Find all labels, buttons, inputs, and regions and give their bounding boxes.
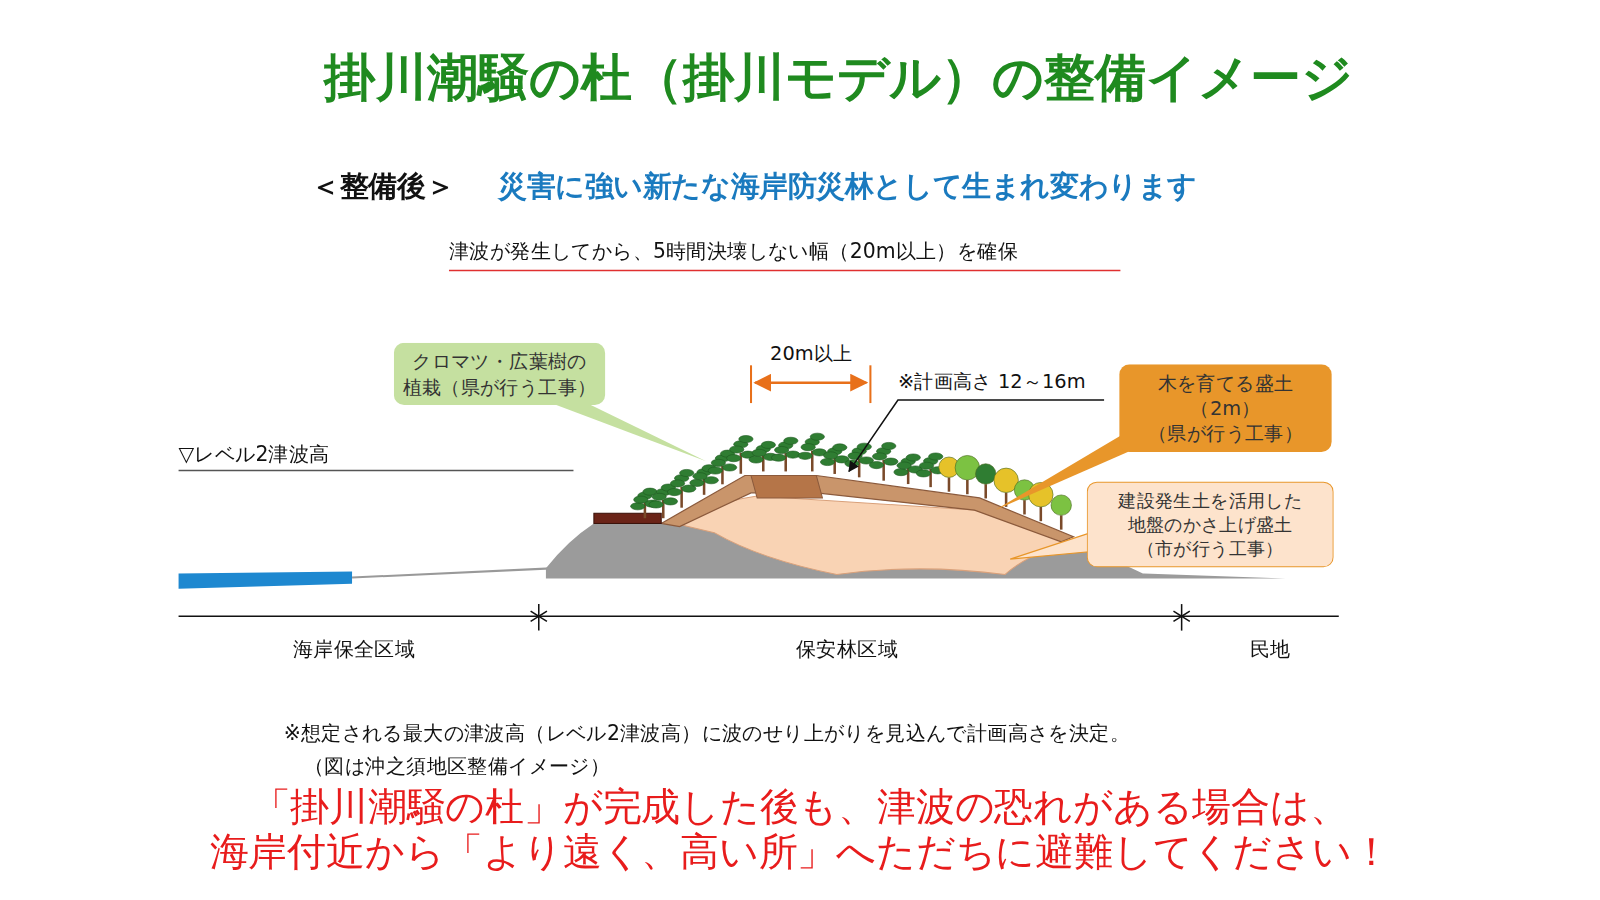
trees (631, 433, 1072, 529)
crest (751, 476, 822, 498)
label: ※想定される最大の津波高（レベル2津波高）に波のせり上がりを見込んで計画高さを決… (284, 720, 1130, 744)
zone-line (179, 616, 1339, 618)
warning-caption: 「掛川潮騒の杜」が完成した後も、津波の恐れがある場合は、 海岸付近から「より遠く… (198, 786, 1402, 875)
label: 保安林区域 (796, 637, 898, 661)
dimension-tick (750, 365, 752, 403)
label: 海岸保全区域 (293, 637, 415, 661)
dimension-tick (869, 365, 871, 403)
label: 災害に強い新たな海岸防災林として生まれ変わります (498, 169, 1197, 203)
raised-fill (676, 496, 1070, 575)
callout-text: 建設発生土を活用した 地盤のかさ上げ盛土 （市が行う工事） (1096, 489, 1325, 561)
label: 20m以上 (768, 342, 854, 365)
callout-text: 木を育てる盛土 （2m） （県が行う工事） (1128, 370, 1324, 446)
coastal-structure (594, 513, 661, 523)
zone-arrowhead (539, 611, 547, 621)
label: 民地 (1250, 637, 1291, 661)
underline (449, 270, 1120, 272)
label: ※計画高さ 12～16m (896, 369, 1088, 392)
dimension-arrow (755, 381, 866, 384)
title: 掛川潮騒の杜（掛川モデル）の整備イメージ (324, 47, 1353, 108)
sea (179, 571, 352, 588)
label: 津波が発生してから、5時間決壊しない幅（20m以上）を確保 (449, 239, 1018, 263)
leader-line (849, 400, 1104, 471)
beach-line (352, 568, 551, 577)
callout-pointer (1010, 531, 1097, 560)
label: ▽レベル2津波高 (179, 442, 330, 466)
callout-box: クロマツ・広葉樹の 植栽（県が行う工事） (394, 343, 605, 406)
callout-box: 建設発生土を活用した 地盤のかさ上げ盛土 （市が行う工事） (1087, 482, 1334, 568)
zone-arrowhead (1182, 611, 1190, 621)
callout-box: 木を育てる盛土 （2m） （県が行う工事） (1119, 364, 1331, 452)
label: （図は沖之須地区整備イメージ） (304, 754, 610, 778)
callout-pointer (551, 403, 706, 461)
callout-text: クロマツ・広葉樹の 植栽（県が行う工事） (402, 349, 597, 399)
label: ＜整備後＞ (311, 169, 454, 203)
tsunami-level-line (179, 470, 574, 472)
